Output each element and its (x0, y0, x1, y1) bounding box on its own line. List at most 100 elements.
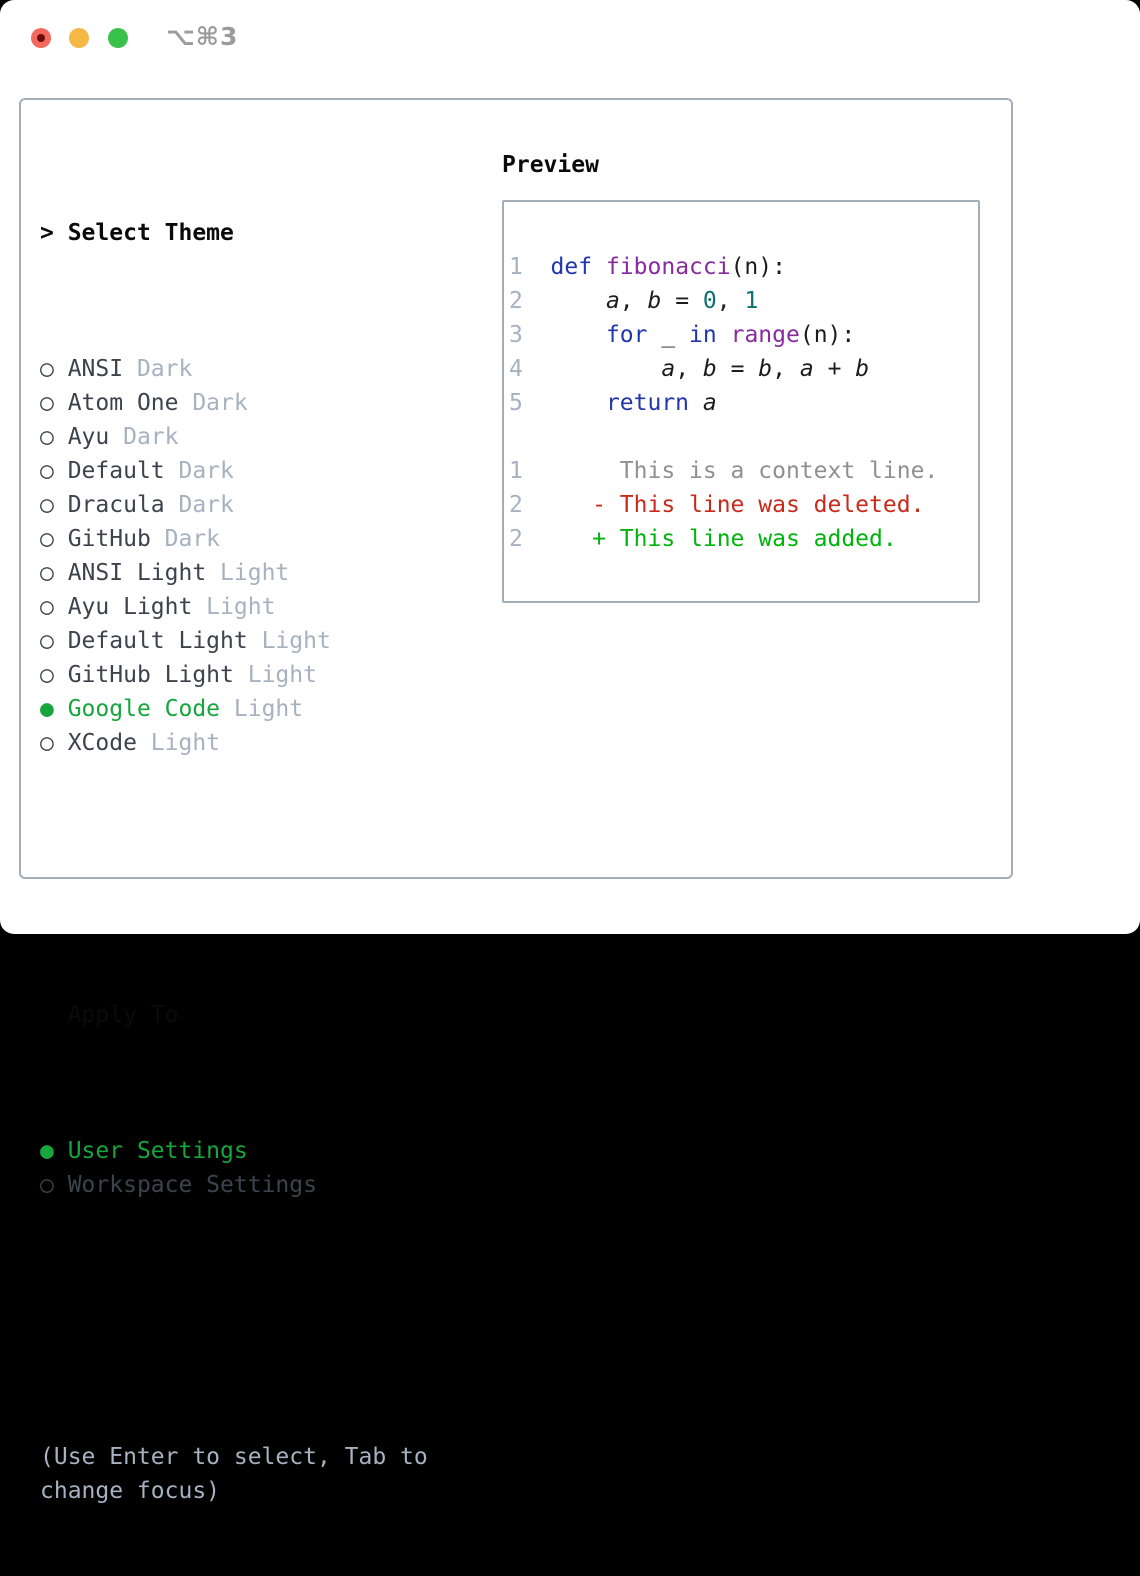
spacer (40, 1304, 480, 1338)
theme-item-ayu-light[interactable]: ○ Ayu Light Light (40, 590, 480, 624)
theme-name: Atom One (67, 390, 179, 416)
code-token: 1 (744, 288, 759, 314)
theme-item-dracula[interactable]: ○ Dracula Dark (40, 488, 480, 522)
code-line: 1 This is a context line. (509, 454, 978, 488)
theme-variant: Light (192, 594, 276, 620)
code-line: 2 - This line was deleted. (509, 488, 978, 522)
code-token: range (730, 322, 800, 348)
code-token: in (689, 322, 717, 348)
code-token: This is a context line. (550, 458, 939, 484)
radio-unselected-icon: ○ (40, 458, 68, 484)
close-modified-dot-icon (37, 34, 45, 42)
code-line: 5 return a (509, 386, 978, 420)
code-token: b (758, 356, 773, 382)
code-token (689, 390, 703, 416)
theme-item-default-light[interactable]: ○ Default Light Light (40, 624, 480, 658)
theme-name: GitHub (67, 526, 151, 552)
radio-selected-icon: ● (40, 1138, 68, 1164)
radio-unselected-icon: ○ (40, 424, 68, 450)
theme-item-ansi[interactable]: ○ ANSI Dark (40, 352, 480, 386)
code-token: a (605, 288, 620, 314)
selection-pointer-icon: > (40, 220, 68, 246)
code-line: 2 + This line was added. (509, 522, 978, 556)
minimize-button[interactable] (69, 28, 89, 48)
apply-to-header: Apply To (40, 998, 480, 1032)
code-line: 4 a, b = b, a + b (509, 352, 978, 386)
theme-list: ○ ANSI Dark○ Atom One Dark○ Ayu Dark○ De… (40, 352, 480, 760)
radio-unselected-icon: ○ (40, 492, 68, 518)
code-line: 2 a, b = 0, 1 (509, 284, 978, 318)
close-button[interactable] (31, 28, 51, 48)
theme-variant: Dark (123, 356, 193, 382)
radio-unselected-icon: ○ (40, 390, 68, 416)
theme-name: Google Code (67, 696, 221, 722)
theme-item-ayu[interactable]: ○ Ayu Dark (40, 420, 480, 454)
radio-unselected-icon: ○ (40, 560, 68, 586)
theme-name: Default (67, 458, 165, 484)
apply-to-list: ● User Settings○ Workspace Settings (40, 1134, 480, 1202)
line-number: 1 (509, 254, 551, 280)
code-token: _ (647, 322, 690, 348)
code-token: - This line was deleted. (550, 492, 925, 518)
theme-variant: Dark (178, 390, 248, 416)
theme-variant: Dark (164, 458, 234, 484)
code-token: b (855, 356, 870, 382)
code-token: (n): (730, 254, 786, 280)
line-number: 4 (509, 356, 551, 382)
apply-option-label: Workspace Settings (67, 1172, 317, 1198)
theme-name: XCode (67, 730, 137, 756)
theme-item-github-light[interactable]: ○ GitHub Light Light (40, 658, 480, 692)
radio-unselected-icon: ○ (40, 594, 68, 620)
code-token: , (619, 288, 648, 314)
apply-option-workspace-settings[interactable]: ○ Workspace Settings (40, 1168, 480, 1202)
code-token (551, 390, 606, 416)
radio-unselected-icon: ○ (40, 356, 68, 382)
code-token (551, 356, 662, 382)
theme-name: GitHub Light (67, 662, 234, 688)
line-number: 2 (509, 526, 551, 552)
line-number: 3 (509, 322, 551, 348)
line-number: 2 (509, 492, 551, 518)
code-line: 3 for _ in range(n): (509, 318, 978, 352)
code-token: 0 (702, 288, 717, 314)
code-token: a (661, 356, 676, 382)
theme-item-xcode[interactable]: ○ XCode Light (40, 726, 480, 760)
code-token (551, 322, 606, 348)
theme-item-default[interactable]: ○ Default Dark (40, 454, 480, 488)
line-number: 5 (509, 390, 551, 416)
theme-name: Ayu Light (67, 594, 193, 620)
radio-unselected-icon: ○ (40, 662, 68, 688)
code-token: return (605, 390, 690, 416)
theme-name: ANSI (67, 356, 124, 382)
theme-dialog-panel: > Select Theme ○ ANSI Dark○ Atom One Dar… (19, 98, 1013, 1504)
preview-column: Preview 1 def fibonacci(n):2 a, b = 0, 1… (502, 148, 980, 603)
theme-item-atom-one[interactable]: ○ Atom One Dark (40, 386, 480, 420)
theme-list-column: > Select Theme ○ ANSI Dark○ Atom One Dar… (40, 148, 480, 1576)
code-token: a (702, 390, 717, 416)
code-token: def (550, 254, 593, 280)
zoom-button[interactable] (108, 28, 128, 48)
theme-item-github[interactable]: ○ GitHub Dark (40, 522, 480, 556)
code-token: , (772, 356, 800, 382)
code-token: = (661, 288, 703, 314)
theme-item-google-code[interactable]: ● Google Code Light (40, 692, 480, 726)
code-token: , (675, 356, 703, 382)
theme-variant: Dark (164, 492, 234, 518)
spacer (40, 862, 480, 896)
theme-item-ansi-light[interactable]: ○ ANSI Light Light (40, 556, 480, 590)
code-token: = (716, 356, 759, 382)
theme-variant: Light (220, 696, 304, 722)
code-token: b (702, 356, 717, 382)
code-token: + (813, 356, 856, 382)
apply-option-user-settings[interactable]: ● User Settings (40, 1134, 480, 1168)
select-theme-header-label: Select Theme (67, 220, 234, 246)
apply-option-label: User Settings (67, 1138, 248, 1164)
radio-unselected-icon: ○ (40, 628, 68, 654)
code-token (551, 288, 606, 314)
window-title: ⌥⌘3 (166, 22, 239, 51)
apply-to-header-label: Apply To (67, 1002, 179, 1028)
code-token: a (799, 356, 814, 382)
theme-variant: Light (233, 662, 317, 688)
theme-variant: Light (247, 628, 331, 654)
